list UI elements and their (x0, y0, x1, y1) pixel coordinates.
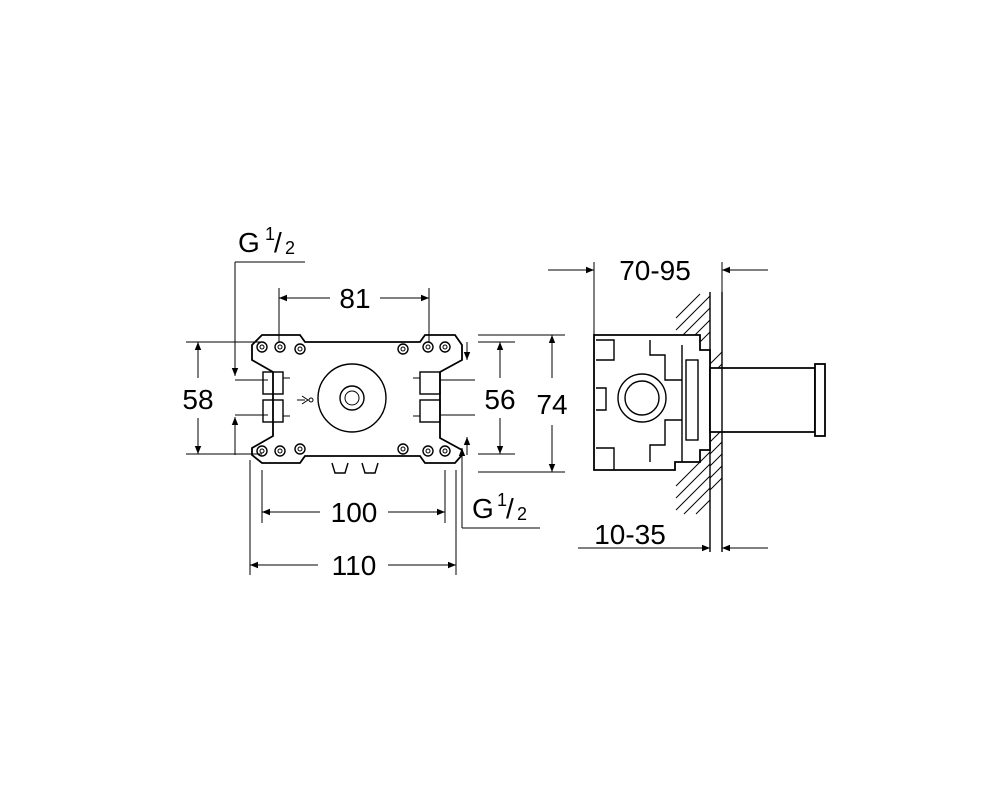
side-outlet (617, 373, 667, 423)
dim-110-label: 110 (332, 550, 377, 581)
dim-81-label: 81 (339, 283, 370, 314)
dim-74-label: 74 (536, 389, 567, 420)
dim-10-35-label: 10-35 (594, 519, 666, 550)
thread-bottom-numerator: 1 (497, 490, 507, 510)
thread-top-numerator: 1 (265, 224, 275, 244)
thread-bottom-denominator: 2 (517, 504, 527, 524)
left-connector-bottom (262, 399, 284, 423)
extension-sleeve (709, 367, 816, 433)
sleeve-cap (814, 363, 826, 437)
central-outlet-inner (339, 385, 365, 411)
bottom-foot-left (331, 462, 349, 474)
thread-bottom-slash: / (506, 493, 514, 524)
central-outlet (317, 363, 387, 433)
thread-top-letter: G (238, 227, 260, 258)
thread-top-slash: / (274, 227, 282, 258)
front-view: 81 G 1 / 2 58 56 74 (182, 224, 567, 581)
mounting-plate (251, 334, 463, 464)
flow-arrow-icon (297, 395, 309, 405)
right-connector-top (419, 371, 441, 395)
left-connector-top (262, 371, 284, 395)
right-connector-bottom (419, 399, 441, 423)
thread-top-denominator: 2 (285, 238, 295, 258)
thread-bottom-letter: G (472, 493, 494, 524)
dim-58-label: 58 (182, 384, 213, 415)
dim-100-label: 100 (331, 497, 378, 528)
bottom-foot-right (361, 462, 379, 474)
side-view: 70-95 10-35 (548, 255, 826, 552)
dim-70-95-label: 70-95 (619, 255, 691, 286)
dim-56-label: 56 (484, 384, 515, 415)
side-box-body (593, 334, 711, 471)
